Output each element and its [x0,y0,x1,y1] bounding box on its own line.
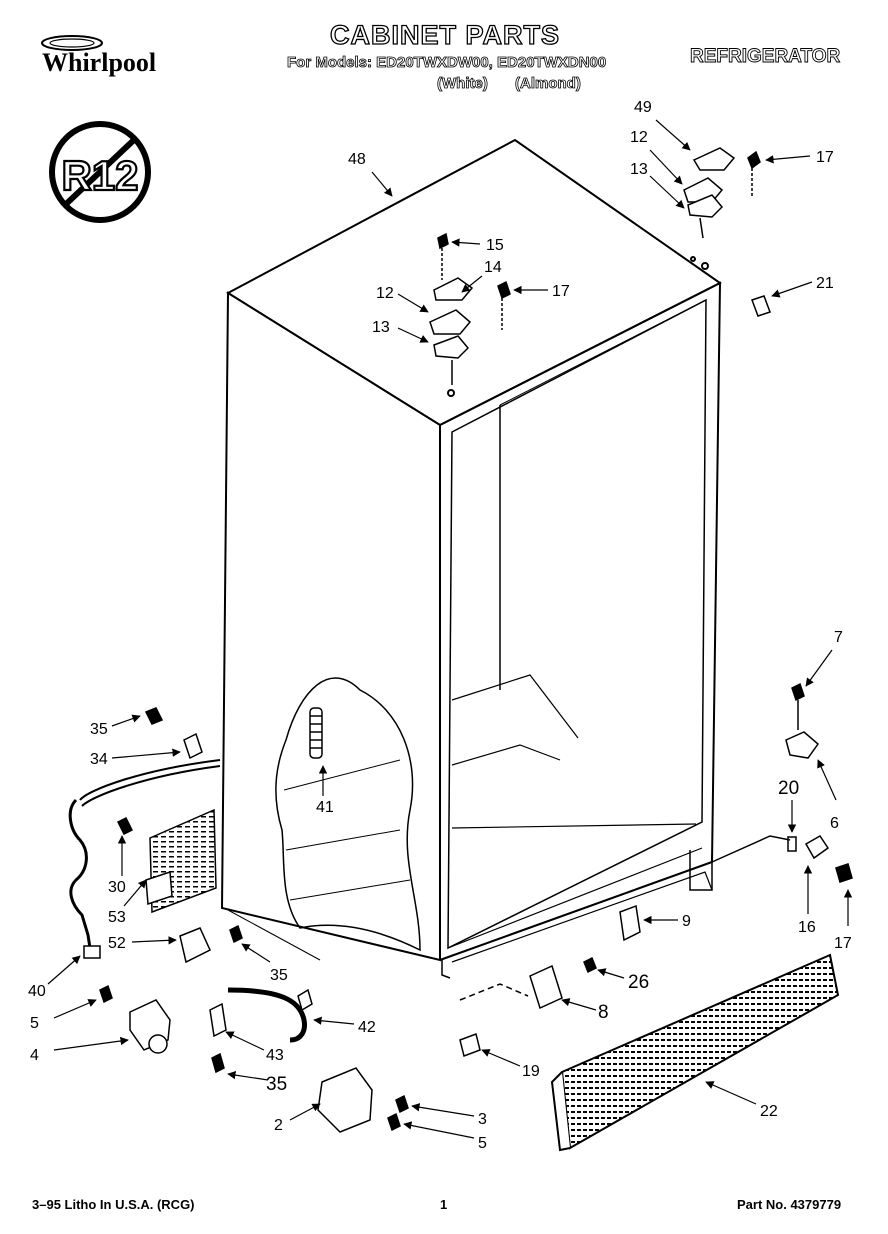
upper-right-hinge-parts [683,147,771,317]
callout-15: 15 [486,237,504,254]
callout-22: 22 [760,1103,778,1120]
callout-35-middle: 35 [270,967,288,984]
callout-17-top-right: 17 [816,149,834,166]
kick-plate-grille [550,953,840,1152]
footer-litho: 3–95 Litho In U.S.A. (RCG) [32,1197,195,1212]
callout-6: 6 [830,815,839,832]
callout-12-top-right: 12 [630,129,648,146]
callout-8: 8 [598,1002,609,1023]
upper-left-hinge-parts [429,232,511,385]
callout-26: 26 [628,972,649,993]
callout-41: 41 [316,799,334,816]
callout-35-lower: 35 [266,1074,287,1095]
callout-52: 52 [108,935,126,952]
footer-page-number: 1 [440,1197,448,1212]
callout-35-upper: 35 [90,721,108,738]
callout-42: 42 [358,1019,376,1036]
callout-12-top-left: 12 [376,285,394,302]
lower-bracket-parts [459,904,641,1057]
callout-48: 48 [348,151,366,168]
callout-14: 14 [484,259,502,276]
insulation-coil [309,707,323,759]
callout-13-top-left: 13 [372,319,390,336]
callout-43: 43 [266,1047,284,1064]
callout-13-top-right: 13 [630,161,648,178]
callout-34: 34 [90,751,108,768]
brand-swoosh-icon [41,35,103,51]
callout-21: 21 [816,275,834,292]
badge-label: R12 [61,152,138,199]
callout-5-right: 5 [478,1135,487,1152]
callout-17-top-left: 17 [552,283,570,300]
brand-name: Whirlpool [42,48,157,77]
cabinet-body [220,138,722,979]
callout-53: 53 [108,909,126,926]
callout-30: 30 [108,879,126,896]
left-side-components [68,707,409,1133]
models-line: For Models: ED20TWXDW00, ED20TWXDN00 [287,54,607,72]
callout-16: 16 [798,919,816,936]
callout-20: 20 [778,778,799,799]
callout-5-left: 5 [30,1015,39,1032]
callout-labels: 48 49 12 13 17 15 14 12 17 13 21 7 35 34… [28,99,852,1152]
callout-17-lower: 17 [834,935,852,952]
variant-white: (White) [437,75,489,93]
callout-19: 19 [522,1063,540,1080]
callout-9: 9 [682,913,691,930]
callout-2: 2 [274,1117,283,1134]
page-title: CABINET PARTS [329,19,561,50]
callout-leaders [47,119,853,1139]
callout-49: 49 [634,99,652,116]
callout-4: 4 [30,1047,39,1064]
appliance-category: REFRIGERATOR [690,46,841,68]
footer-part-number: Part No. 4379779 [737,1197,842,1212]
no-r12-badge: R12 [49,121,151,223]
callout-3: 3 [478,1111,487,1128]
brand-logo [14,30,184,90]
variant-almond: (Almond) [515,75,582,93]
callout-40: 40 [28,983,46,1000]
callout-7: 7 [834,629,843,646]
lower-right-hinge-parts [711,682,853,883]
